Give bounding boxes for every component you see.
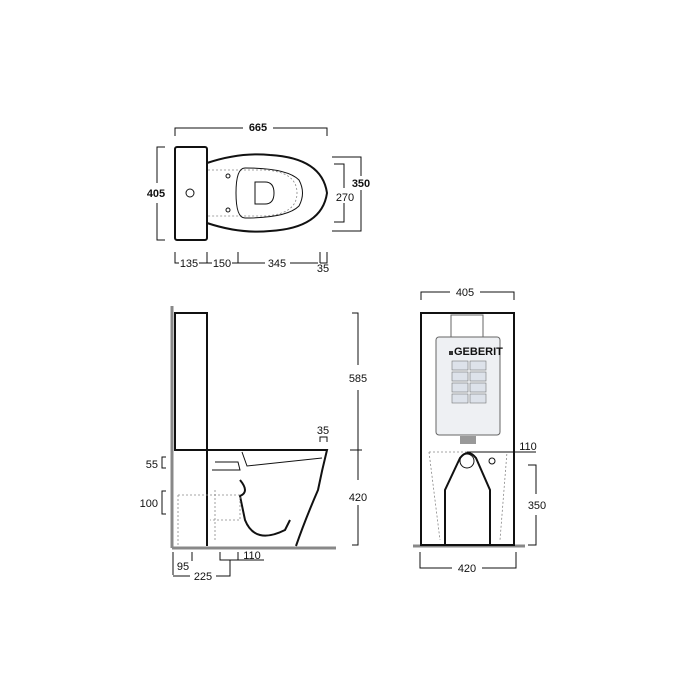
cistern-instruction-panels [451, 360, 487, 404]
dim-line-seat-width [334, 163, 345, 223]
flush-button-icon [185, 188, 195, 198]
rim-detail [212, 451, 323, 471]
side-view: 585 420 35 55 100 95 225 110 [140, 306, 367, 583]
pedestal-front-outline [444, 452, 491, 545]
top-view: 665 405 350 270 135 150 345 35 [147, 122, 370, 275]
outlet-dashed [177, 490, 241, 545]
dim-line-405-front [420, 291, 515, 300]
dim-line-outlet [172, 552, 231, 577]
front-outline [420, 312, 515, 546]
dim-135: 135 [180, 258, 198, 270]
hinge-hole [225, 173, 231, 179]
dim-line-heights [350, 312, 362, 546]
cistern-bracket [450, 314, 484, 338]
dim-line-100 [161, 490, 166, 515]
dim-345: 345 [268, 258, 286, 270]
dim-line-rim [319, 436, 328, 442]
dim-line-350-front [528, 464, 537, 546]
front-view: GEBERIT 110 405 420 350 [413, 287, 546, 575]
dim-line-bowl-width [332, 156, 362, 232]
dim-665: 665 [249, 122, 267, 134]
dim-110-side: 110 [243, 550, 261, 562]
dim-35-rim: 35 [317, 425, 329, 437]
dim-95: 95 [177, 561, 189, 573]
dim-line-55 [161, 456, 166, 469]
outlet-pipe [459, 453, 475, 469]
dim-420-front: 420 [458, 563, 476, 575]
dim-100: 100 [140, 498, 158, 510]
dim-350-front: 350 [528, 500, 546, 512]
lid-handle [254, 181, 275, 205]
cistern-outlet [460, 436, 476, 444]
dim-270: 270 [336, 192, 354, 204]
dim-line-420-front [419, 552, 517, 569]
tank-side-outline [174, 312, 208, 451]
dim-line-depth [156, 146, 165, 241]
geberit-logo: GEBERIT [454, 346, 503, 358]
bowl-front-dashed [428, 451, 508, 541]
dim-420: 420 [349, 492, 367, 504]
dim-225: 225 [194, 571, 212, 583]
dim-line-length [174, 127, 328, 136]
dim-55: 55 [146, 459, 158, 471]
dim-405-front: 405 [456, 287, 474, 299]
lid-outline [235, 167, 303, 219]
dim-350: 350 [352, 178, 370, 190]
hinge-hole [225, 207, 231, 213]
tank-top-outline [174, 146, 208, 241]
bowl-side-outline [206, 449, 329, 547]
dim-405: 405 [147, 188, 165, 200]
dim-150: 150 [213, 258, 231, 270]
seat-dashed [208, 169, 298, 217]
dim-line-segments [174, 252, 328, 264]
dim-110-front: 110 [519, 441, 537, 453]
dim-585: 585 [349, 373, 367, 385]
geberit-logo-icon [449, 351, 453, 355]
dim-line-110 [219, 552, 264, 561]
dim-35: 35 [317, 263, 329, 275]
trap-outline [238, 479, 291, 537]
water-inlet-icon [488, 457, 496, 465]
bowl-top-outline [206, 153, 329, 233]
